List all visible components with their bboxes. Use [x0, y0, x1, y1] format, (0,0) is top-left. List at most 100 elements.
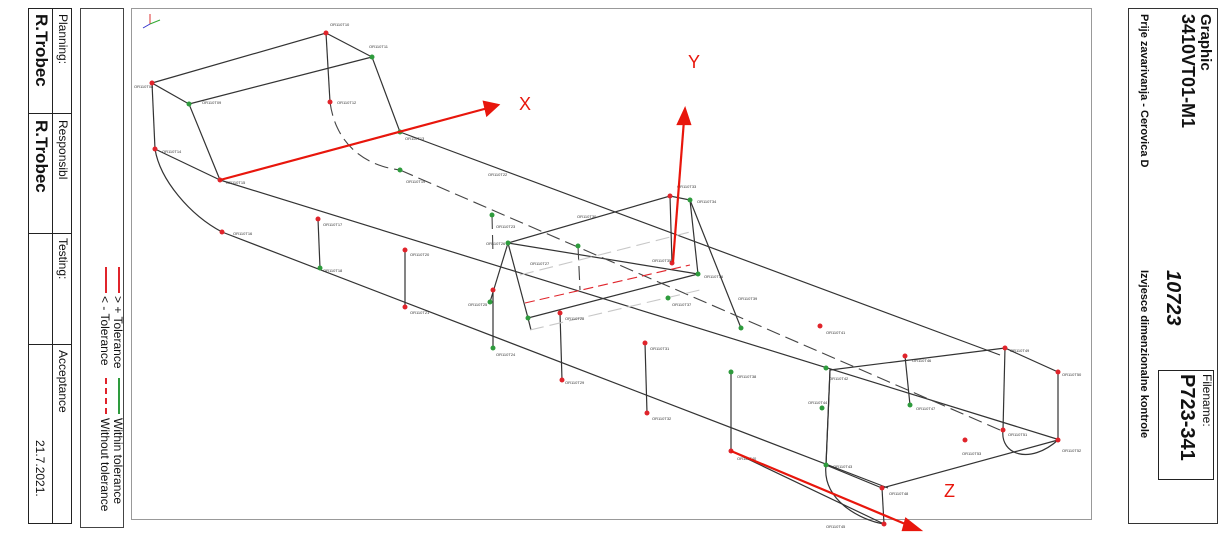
- x-axis-label: X: [519, 94, 531, 114]
- point-label: OR110T19: [406, 179, 426, 184]
- point-marker: [559, 377, 565, 383]
- document-number: 10723: [1162, 270, 1184, 326]
- point-label: OR110T38: [737, 374, 757, 379]
- left-block-row-3: [28, 344, 72, 345]
- point-marker: [575, 243, 581, 249]
- right-title-block: [1128, 8, 1218, 524]
- coordinate-triad-icon: [142, 14, 161, 29]
- point-label: OR110T29: [565, 380, 585, 385]
- point-marker: [817, 323, 823, 329]
- frame-line: [689, 199, 742, 329]
- point-label: OR110T35: [652, 258, 672, 263]
- point-label: OR110T31: [650, 346, 670, 351]
- filename-box: [1158, 370, 1214, 480]
- y-arrowhead-icon: [676, 106, 692, 126]
- point-label: OR110T46: [912, 358, 932, 363]
- point-marker: [823, 462, 829, 468]
- point-marker: [369, 54, 375, 60]
- z-axis-arrow: [730, 449, 911, 528]
- point-label: OR110T44: [808, 400, 828, 405]
- point-marker: [1002, 345, 1008, 351]
- legend-red-dashed: [105, 378, 107, 414]
- point-marker: [397, 167, 403, 173]
- point-marker: [487, 299, 493, 305]
- point-marker: [665, 295, 671, 301]
- point-marker: [152, 146, 158, 152]
- point-label: OR110T20: [410, 252, 430, 257]
- point-marker: [738, 325, 744, 331]
- point-marker: [881, 521, 887, 527]
- frame-line: [399, 131, 1001, 356]
- point-label: OR110T27: [530, 261, 550, 266]
- point-label: OR110T33: [677, 184, 697, 189]
- frame-line: [154, 148, 221, 181]
- point-label: OR110T32: [652, 416, 672, 421]
- filename-value: P723-341: [1176, 374, 1198, 461]
- point-labels: OR110T08 OR110T09 OR110T10 OR110T11 OR11…: [134, 22, 1082, 529]
- point-label: OR110T36: [704, 274, 724, 279]
- point-marker: [525, 315, 531, 321]
- frame-line: [1002, 347, 1006, 431]
- point-label: OR110T22: [488, 172, 508, 177]
- graphic-label: Graphic: [1197, 14, 1214, 71]
- description-text: Prije zavarivanja - Cerovica D: [1138, 14, 1150, 168]
- hidden-line: [577, 245, 581, 291]
- point-label: OR110T48: [889, 491, 909, 496]
- point-label: OR110T47: [916, 406, 936, 411]
- hidden-line: [399, 169, 1001, 431]
- frame-line: [825, 464, 885, 525]
- point-marker: [490, 287, 496, 293]
- point-label: OR110T53: [962, 451, 982, 456]
- point-label: OR110T24: [496, 352, 516, 357]
- x-axis-arrow: [219, 106, 489, 182]
- point-label: OR110T09: [202, 100, 222, 105]
- frame-line: [325, 32, 331, 103]
- legend-green-line: [118, 378, 120, 414]
- frame-line: [669, 195, 673, 264]
- legend-red-line-1: [118, 267, 120, 293]
- point-label: OR110T39: [738, 296, 758, 301]
- report-title: Izvjesce dimenzionalne kontrole: [1138, 270, 1150, 439]
- out-of-tolerance-line: [524, 264, 691, 304]
- left-block-row-2: [28, 233, 72, 234]
- point-marker: [557, 310, 563, 316]
- frame-line: [151, 82, 156, 150]
- point-label: OR110T10: [330, 22, 350, 27]
- point-marker: [402, 247, 408, 253]
- legend-red-line-2: [105, 267, 107, 293]
- point-label: OR110T13: [405, 136, 425, 141]
- point-marker: [186, 101, 192, 107]
- frame-line: [644, 342, 648, 414]
- frame-line: [489, 242, 509, 303]
- x-arrowhead-icon: [482, 100, 501, 118]
- point-marker: [149, 80, 155, 86]
- frame-line: [825, 369, 831, 466]
- frame-line: [219, 179, 1061, 441]
- point-marker: [902, 353, 908, 359]
- frame-line: [1002, 429, 1059, 456]
- point-label: OR110T16: [233, 231, 253, 236]
- point-marker: [315, 216, 321, 222]
- point-label: OR110T17: [323, 222, 343, 227]
- point-marker: [1000, 427, 1006, 433]
- point-marker: [1055, 437, 1061, 443]
- hidden-line: [329, 101, 401, 171]
- frame-line: [904, 355, 911, 406]
- left-block-row-1: [28, 113, 72, 114]
- frame-line: [188, 56, 373, 105]
- point-marker: [505, 240, 511, 246]
- frame-line: [825, 347, 1059, 489]
- point-marker: [327, 99, 333, 105]
- hidden-line-light: [519, 231, 691, 276]
- point-marker: [819, 405, 825, 411]
- point-label: OR110T37: [672, 302, 692, 307]
- frame-line: [221, 231, 889, 489]
- frame-line: [317, 218, 321, 269]
- frame-line: [507, 195, 699, 319]
- point-marker: [907, 402, 913, 408]
- point-label: OR110T34: [697, 199, 717, 204]
- y-axis-arrow: [671, 119, 686, 263]
- graphic-code: 3410VT01-M1: [1178, 14, 1198, 129]
- point-marker: [490, 345, 496, 351]
